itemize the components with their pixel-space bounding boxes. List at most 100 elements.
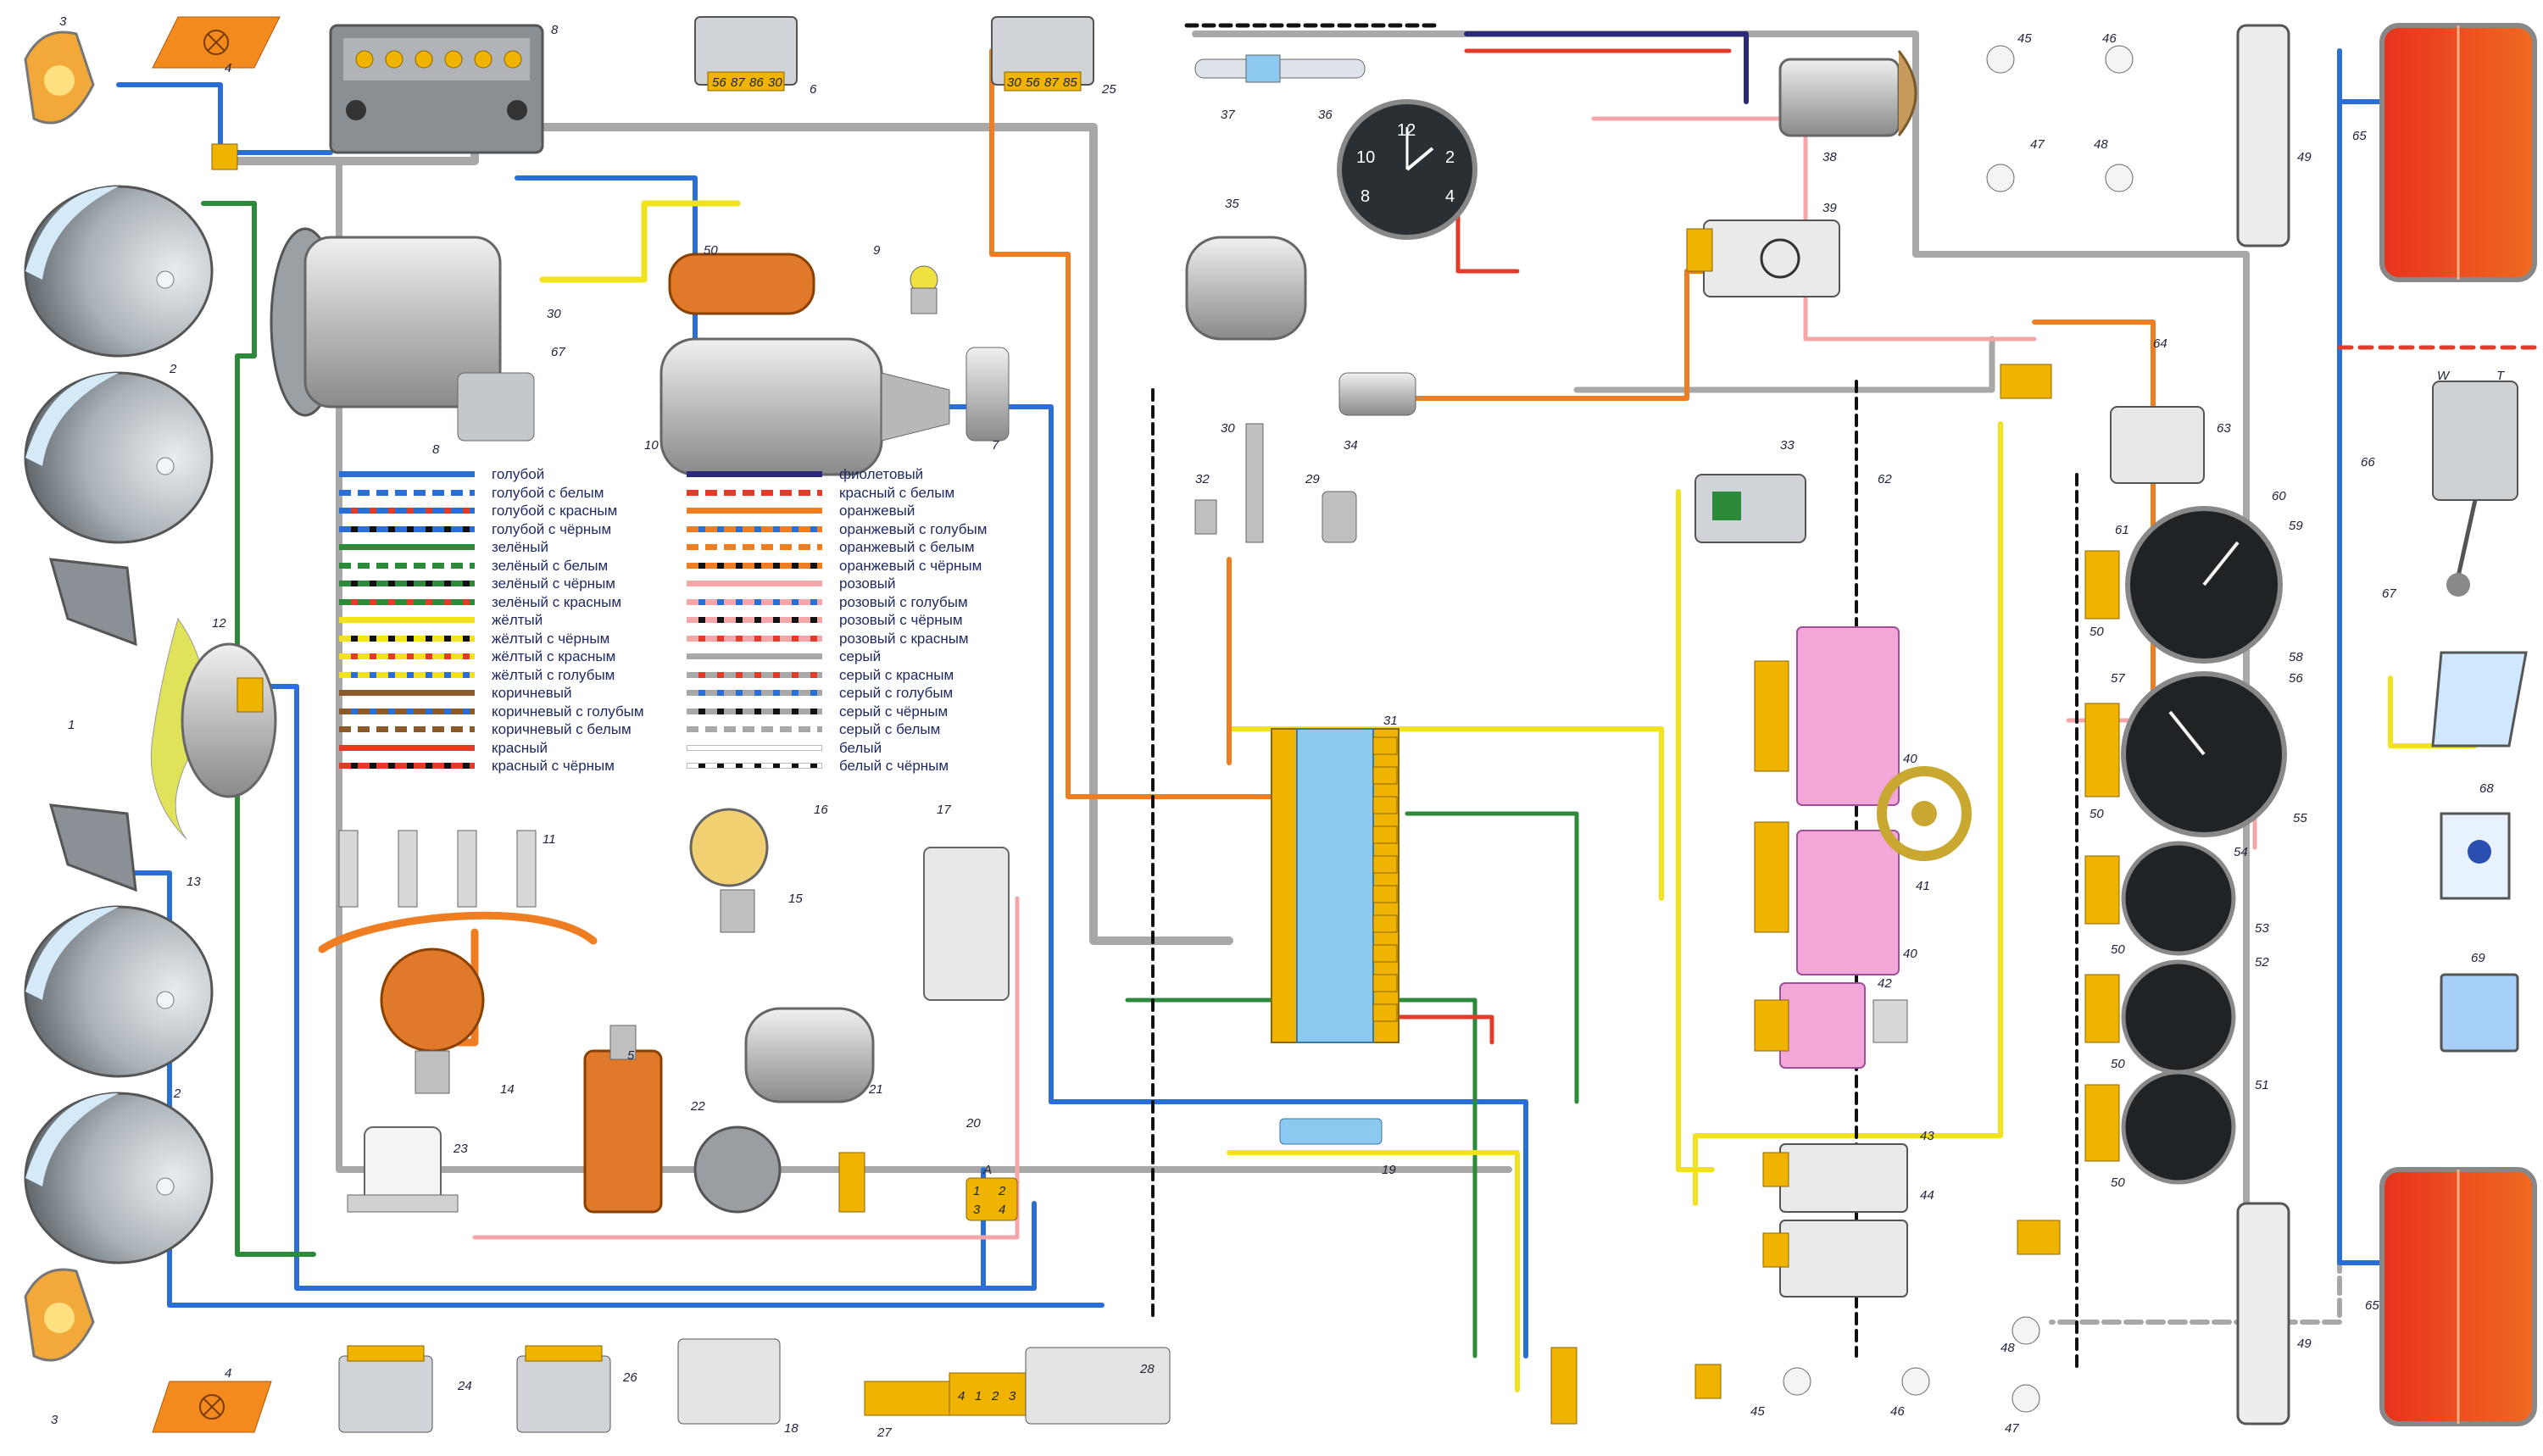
legend-swatch: [687, 726, 822, 732]
legend-label: оранжевый с белым: [839, 539, 975, 555]
legend-label: жёлтый с голубым: [492, 666, 615, 683]
label-20: 20: [965, 1116, 981, 1131]
legend-swatch: [687, 544, 822, 550]
label-53: 53: [2255, 921, 2269, 936]
legend-label: зелёный: [492, 539, 548, 555]
fuel-level-sender: W T: [2432, 369, 2518, 597]
legend-swatch: [339, 671, 475, 678]
relay-6-pin-3: 86: [749, 75, 764, 90]
label-32: 32: [1195, 472, 1210, 486]
relay-26: [516, 1345, 611, 1433]
label-44: 44: [1920, 1188, 1934, 1203]
label-34: 34: [1344, 438, 1358, 453]
connector-a-letter: A: [982, 1163, 992, 1177]
legend-label: жёлтый: [492, 612, 543, 628]
solenoid: [965, 347, 1010, 442]
steering-wheel: [1877, 766, 1972, 861]
label-18: 18: [784, 1421, 799, 1436]
battery: [329, 24, 544, 154]
label-43: 43: [1920, 1129, 1934, 1143]
heater-fan-motor: [1185, 236, 1307, 341]
legend-label: коричневый с голубым: [492, 703, 644, 720]
legend-swatch: [339, 562, 475, 569]
label-47-bottom: 47: [2005, 1421, 2019, 1436]
label-46-bottom: 46: [1890, 1404, 1905, 1419]
label-12: 12: [212, 616, 226, 631]
relay-25-pin-3: 87: [1044, 75, 1059, 90]
label-48-bottom: 48: [2000, 1341, 2015, 1355]
label-60: 60: [2272, 489, 2286, 503]
legend-label: зелёный с красным: [492, 593, 622, 610]
label-63: 63: [2217, 421, 2231, 436]
headlight-lower-outer: [24, 905, 214, 1078]
legend-swatch: [339, 489, 475, 496]
label-3-top: 3: [59, 14, 67, 29]
fog-lamp-68: [2440, 812, 2511, 900]
fuel-pump-relay: [923, 847, 1010, 1001]
label-37: 37: [1221, 108, 1235, 122]
brake-switch: [1338, 372, 1416, 416]
turn-signal-front-left: [24, 31, 95, 125]
gauge-51: [2121, 1070, 2236, 1185]
label-4-top: 4: [225, 61, 231, 75]
legend-swatch: [687, 763, 822, 769]
label-21: 21: [868, 1082, 883, 1097]
label-33: 33: [1780, 438, 1795, 453]
label-35: 35: [1225, 197, 1239, 211]
label-36: 36: [1318, 108, 1333, 122]
label-2-top: 2: [169, 362, 177, 376]
label-67: 67: [2382, 586, 2396, 601]
connector-blocks: [211, 143, 2120, 1425]
ignition-switch-42: [1779, 982, 1908, 1069]
legend-label: серый с белым: [839, 721, 941, 737]
label-51: 51: [2255, 1078, 2269, 1092]
legend-swatch: [687, 508, 822, 514]
legend-swatch: [687, 708, 822, 714]
horn-lower: [48, 803, 137, 892]
plate-light-top: [2236, 24, 2290, 247]
legend-label: розовый с чёрным: [839, 612, 963, 628]
legend-label: серый с чёрным: [839, 703, 949, 720]
label-14: 14: [500, 1082, 515, 1097]
label-16: 16: [814, 803, 828, 817]
legend-swatch: [687, 635, 822, 642]
speedometer: [2121, 671, 2287, 837]
label-42: 42: [1878, 976, 1892, 991]
relay-6-pin-1: 56: [712, 75, 726, 90]
legend-swatch: [339, 525, 475, 532]
legend-label: фиолетовый: [839, 466, 924, 482]
label-59: 59: [2289, 519, 2303, 533]
label-30-top: 30: [547, 307, 561, 321]
legend-swatch: [339, 581, 475, 586]
label-2-bottom: 2: [173, 1086, 181, 1101]
legend-label: оранжевый: [839, 503, 915, 519]
legend-swatch: [339, 635, 475, 642]
relay-6-pin-2: 87: [731, 75, 745, 90]
connector-a-pin-1: 1: [973, 1184, 980, 1198]
legend-swatch: [339, 744, 475, 751]
clock-digit-10: 10: [1356, 148, 1375, 167]
label-25: 25: [1101, 82, 1116, 97]
label-54: 54: [2234, 845, 2248, 859]
legend-swatch: [339, 726, 475, 732]
label-45-top: 45: [2017, 31, 2032, 46]
label-61: 61: [2115, 523, 2129, 537]
label-23: 23: [453, 1142, 468, 1156]
label-68: 68: [2479, 781, 2494, 796]
legend-swatch: [339, 690, 475, 696]
relay-25-pin-2: 56: [1026, 75, 1040, 90]
label-57: 57: [2111, 671, 2125, 686]
label-65-top: 65: [2352, 129, 2367, 143]
reverse-lamp-67: [2431, 651, 2528, 747]
bulb-46-top: [2105, 45, 2134, 74]
fuse-19: [1279, 1118, 1383, 1145]
legend-swatch: [339, 617, 475, 623]
label-31: 31: [1383, 714, 1398, 728]
label-30-mid: 30: [1221, 421, 1235, 436]
legend-label: красный: [492, 739, 548, 756]
headlight-upper-inner: [24, 371, 214, 544]
wiper-motor: [693, 1007, 875, 1214]
legend-label: розовый: [839, 575, 896, 592]
label-7: 7: [992, 438, 999, 453]
starter-motor: [659, 253, 950, 476]
